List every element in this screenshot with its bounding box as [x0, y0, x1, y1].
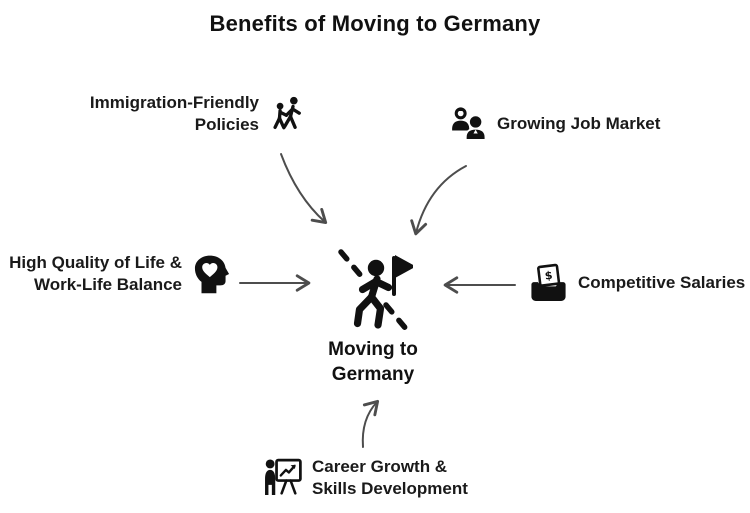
node-growing-job-market: Growing Job Market — [447, 103, 660, 146]
node-moving-to-germany: Moving to Germany — [312, 246, 434, 387]
two-people-icon — [452, 107, 487, 141]
node-label: Career Growth & Skills Development — [312, 456, 468, 498]
node-label: Growing Job Market — [497, 114, 661, 134]
node-competitive-salaries: $ Competitive Salaries — [528, 262, 745, 304]
presentation-chart-icon — [265, 458, 302, 496]
journey-walker-flag-icon — [338, 249, 413, 332]
head-heart-icon — [194, 255, 230, 294]
salary-deposit-icon: $ — [531, 263, 566, 301]
node-label: Competitive Salaries — [578, 272, 746, 292]
node-label: Immigration-Friendly Policies — [89, 93, 259, 135]
node-immigration-friendly-policies: Immigration-Friendly Policies — [90, 92, 308, 136]
svg-text:$: $ — [544, 269, 553, 283]
arrow-from-job-market — [410, 165, 467, 236]
arrow-from-immigration — [280, 153, 328, 225]
center-label: Moving to Germany — [328, 339, 418, 386]
node-label: High Quality of Life & Work-Life Balance — [9, 253, 182, 295]
page-title: Benefits of Moving to Germany — [209, 11, 541, 36]
node-career-growth: Career Growth & Skills Development — [262, 455, 468, 501]
node-quality-of-life: High Quality of Life & Work-Life Balance — [9, 252, 233, 296]
family-walking-icon — [273, 96, 301, 130]
arrow-from-career-growth — [361, 399, 380, 448]
